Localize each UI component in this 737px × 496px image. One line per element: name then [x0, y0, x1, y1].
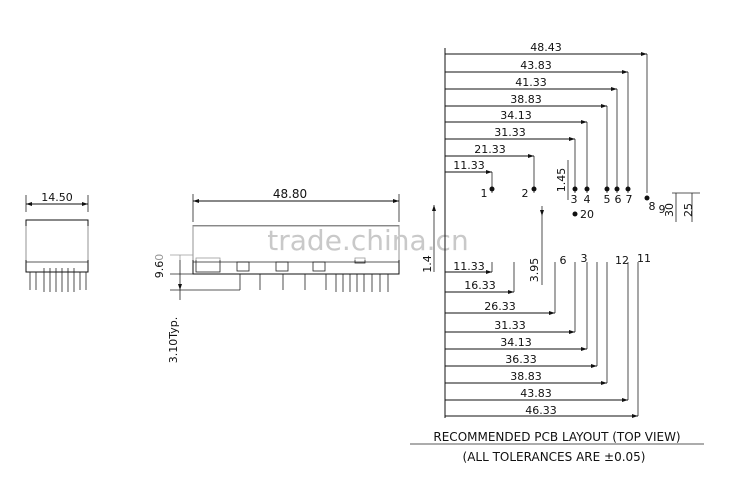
- pin-label: 7: [626, 193, 633, 206]
- pcb-caption: RECOMMENDED PCB LAYOUT (TOP VIEW): [433, 430, 680, 444]
- pin-label: 2: [522, 187, 529, 200]
- front-view: 48.80 9.60 3.10Typ.: [153, 187, 400, 364]
- top-dim-5: 34.13: [500, 109, 532, 122]
- bottom-dim-4: 31.33: [494, 319, 526, 332]
- pin-label: 6: [615, 193, 622, 206]
- pin-label: 3: [581, 252, 588, 265]
- watermark-band: trade.china.cn: [0, 224, 737, 260]
- pcb-tolerance: (ALL TOLERANCES ARE ±0.05): [463, 450, 646, 464]
- vert-dim-2: 3.95: [528, 258, 541, 283]
- pin-label: 12: [615, 254, 629, 267]
- bottom-dim-3: 26.33: [484, 300, 516, 313]
- pcb-pads: 1 2 3 4 5 6 7 8 9 20 6 3 12 11: [481, 186, 666, 267]
- top-dim-7: 21.33: [474, 143, 506, 156]
- top-dim-4: 38.83: [510, 93, 542, 106]
- vert-dim-3: 1.4: [421, 255, 434, 273]
- side-view: 14.50: [25, 191, 89, 292]
- vert-dim-4: 30: [663, 203, 676, 217]
- top-dim-2: 43.83: [520, 59, 552, 72]
- vertical-dimensions: 1.45 3.95 1.4 30 25: [421, 160, 700, 285]
- pin-label: 6: [560, 254, 567, 267]
- pin-label: 1: [481, 187, 488, 200]
- bottom-dim-2: 16.33: [464, 279, 496, 292]
- top-dim-8: 11.33: [453, 159, 485, 172]
- watermark-text: trade.china.cn: [267, 224, 468, 257]
- top-dim-1: 48.43: [530, 41, 562, 54]
- bottom-dim-5: 34.13: [500, 336, 532, 349]
- pin-label: 4: [584, 193, 591, 206]
- pin-label: 3: [571, 193, 578, 206]
- bottom-dimensions: 11.33 16.33 26.33 31.33 34.13 36.33: [445, 260, 639, 418]
- vert-dim-5: 25: [682, 203, 695, 217]
- bottom-dim-7: 38.83: [510, 370, 542, 383]
- vert-dim-1: 1.45: [555, 168, 568, 193]
- pin-label: 11: [637, 252, 651, 265]
- pin-label: 20: [580, 208, 594, 221]
- side-width-dim: 14.50: [41, 191, 73, 204]
- bottom-dim-9: 46.33: [525, 404, 557, 417]
- bottom-dim-1: 11.33: [453, 260, 485, 273]
- bottom-dim-8: 43.83: [520, 387, 552, 400]
- top-dim-3: 41.33: [515, 76, 547, 89]
- pin-label: 8: [649, 200, 656, 213]
- top-dim-6: 31.33: [494, 126, 526, 139]
- front-pin-dim: 3.10Typ.: [167, 317, 180, 364]
- pin-label: 5: [604, 193, 611, 206]
- pcb-layout: 48.43 43.83 41.33 38.83 34.13 31.33: [410, 41, 704, 464]
- bottom-dim-6: 36.33: [505, 353, 537, 366]
- front-length-dim: 48.80: [273, 187, 307, 201]
- top-dimensions: 48.43 43.83 41.33 38.83 34.13 31.33: [445, 41, 648, 193]
- pin-label: 9: [659, 203, 666, 216]
